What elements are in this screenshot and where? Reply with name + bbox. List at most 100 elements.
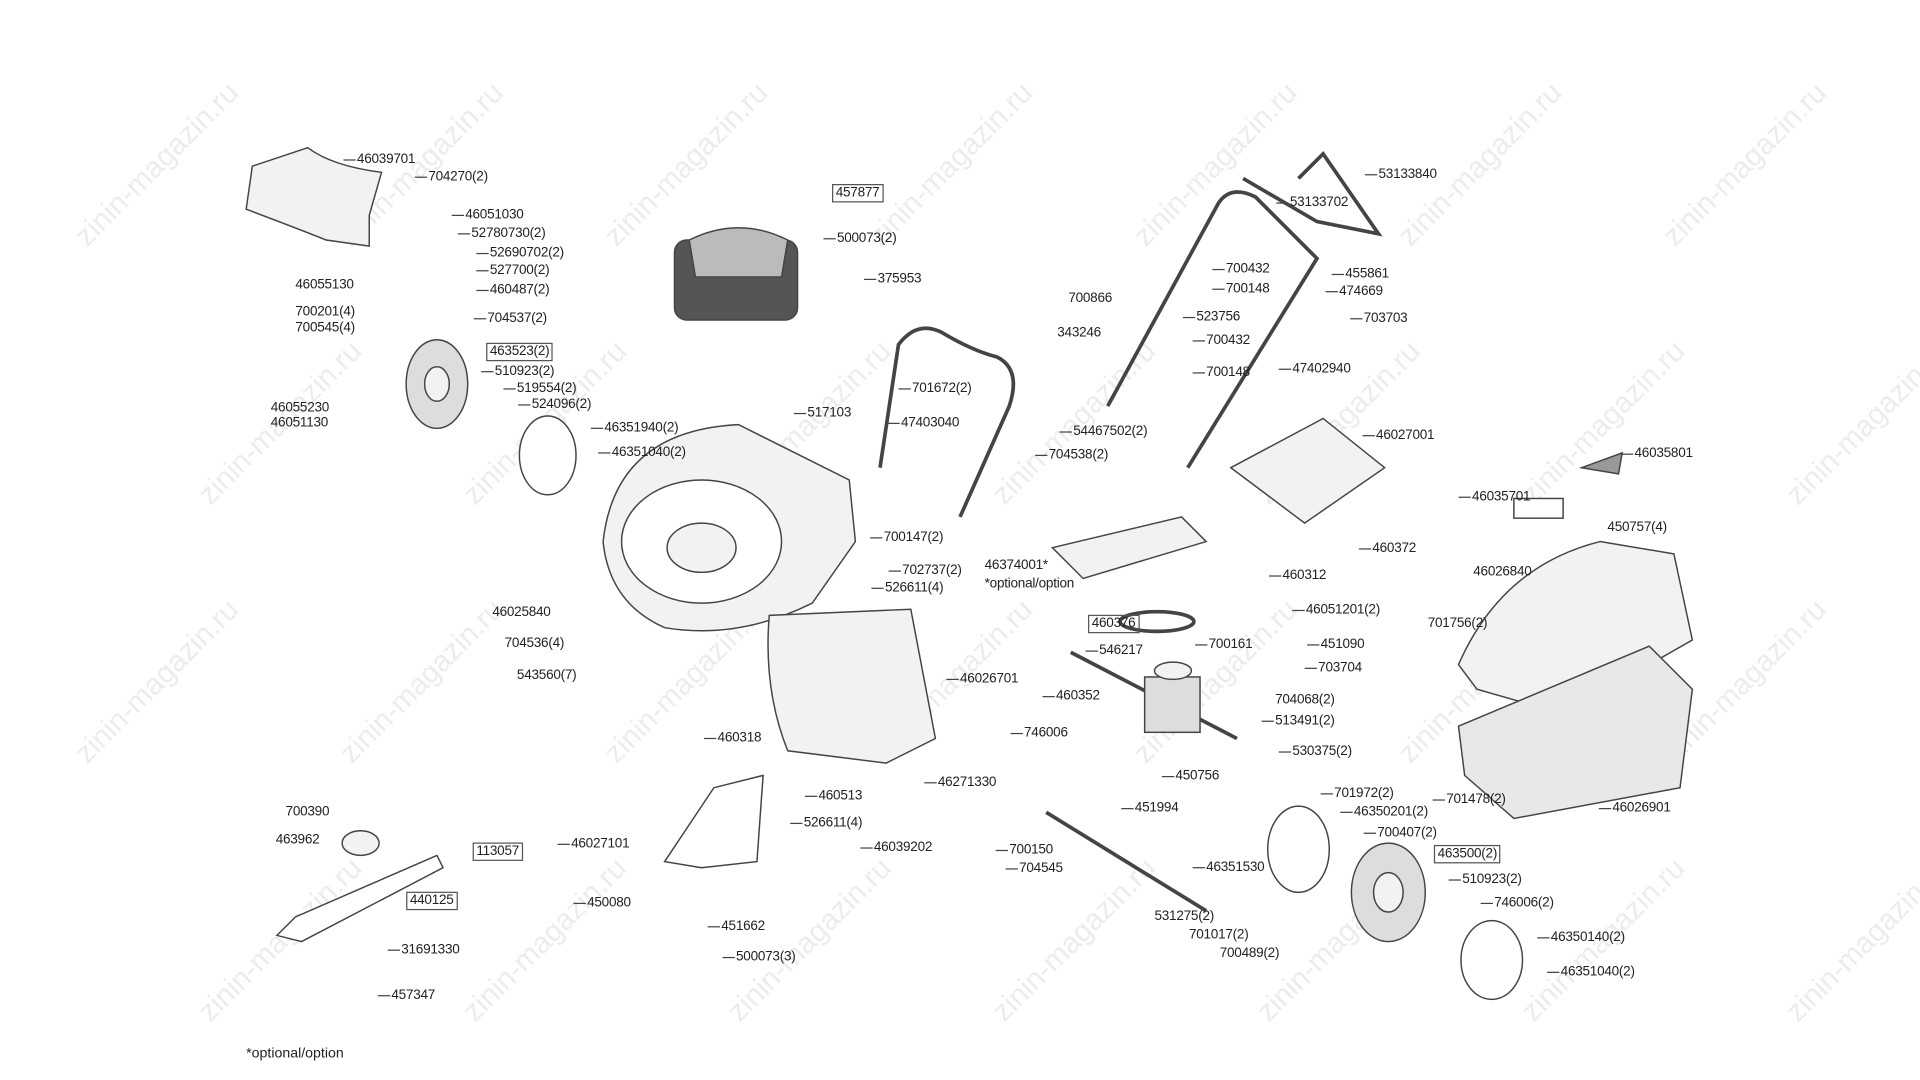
- mower-deck: [602, 423, 857, 632]
- part-number-label: 457877: [832, 184, 884, 203]
- mulch-insert: [1050, 516, 1208, 580]
- part-number-label: 46350201(2): [1340, 804, 1428, 820]
- hubcap-right: [1460, 919, 1524, 1001]
- part-number-label: 700489(2): [1219, 945, 1280, 961]
- part-number-label: 451994: [1121, 800, 1179, 816]
- part-number-label: 700545(4): [295, 320, 355, 336]
- catcher-indicator: [1513, 451, 1624, 519]
- part-number-label: 46051130: [270, 415, 329, 431]
- upper-handle: [1106, 150, 1383, 469]
- part-number-label: 704270(2): [414, 169, 488, 185]
- part-number-label: 500073(2): [823, 230, 897, 246]
- part-number-label: 47403040: [887, 415, 960, 431]
- part-number-label: 702737(2): [888, 563, 962, 578]
- part-number-label: 701017(2): [1188, 927, 1249, 943]
- blade: [275, 830, 445, 943]
- rear-flap-cover: [245, 146, 383, 248]
- part-number-label: 513491(2): [1261, 713, 1335, 729]
- part-number-label: 460487(2): [476, 282, 550, 298]
- part-number-label: 704068(2): [1275, 692, 1335, 708]
- part-number-label: 474669: [1325, 283, 1383, 299]
- part-number-label: 703703: [1350, 310, 1408, 326]
- engine: [673, 227, 799, 321]
- rear-shield: [767, 608, 937, 764]
- part-number-label: 47402940: [1278, 361, 1351, 377]
- part-number-label: 460318: [704, 730, 762, 746]
- lower-handle: [878, 326, 1016, 518]
- part-number-label: 546217: [1085, 643, 1143, 658]
- part-number-label: 46026901: [1598, 800, 1671, 816]
- rear-axle: [1045, 810, 1208, 913]
- grass-bag-lid: [1229, 417, 1386, 525]
- part-number-label: 700147(2): [870, 529, 944, 545]
- part-number-label: 46351040(2): [1547, 964, 1635, 980]
- part-number-label: 510923(2): [1448, 872, 1522, 887]
- part-number-label: 46035801: [1620, 446, 1693, 461]
- part-number-label: 460312: [1269, 568, 1327, 583]
- part-number-label: 463523(2): [486, 342, 554, 362]
- part-number-label: 450756: [1162, 768, 1220, 784]
- part-number-label: 46039701: [343, 152, 416, 167]
- part-number-label: 46055130: [295, 277, 354, 293]
- part-number-label: 46051201(2): [1292, 602, 1380, 618]
- part-number-label: 460372: [1358, 540, 1417, 556]
- part-number-label: 54467502(2): [1059, 424, 1148, 439]
- part-number-label: 46271330: [924, 774, 997, 790]
- part-number-label: 450080: [573, 895, 631, 911]
- part-number-label: 704537(2): [473, 310, 547, 326]
- part-number-label: 460513: [805, 788, 863, 804]
- part-number-label: 460352: [1042, 688, 1100, 704]
- part-number-label: 460376: [1088, 614, 1140, 634]
- part-number-label: 463500(2): [1433, 844, 1501, 864]
- part-number-label: 704536(4): [504, 635, 565, 651]
- part-number-label: 700432: [1192, 332, 1250, 348]
- part-number-label: 46350140(2): [1537, 929, 1625, 945]
- part-number-label: 46051030: [451, 207, 524, 223]
- part-number-label: 343246: [1057, 325, 1101, 341]
- part-number-label: 701972(2): [1320, 785, 1394, 801]
- part-number-label: 53133840: [1364, 166, 1437, 182]
- part-number-label: 46351530: [1192, 859, 1265, 875]
- part-number-label: 46374001*: [984, 558, 1049, 573]
- part-number-label: 52780730(2): [457, 225, 546, 241]
- part-number-label: 440125: [406, 891, 458, 911]
- part-number-label: 451090: [1307, 636, 1365, 652]
- part-number-label: 700148: [1192, 364, 1250, 380]
- part-number-label: 500073(3): [722, 949, 796, 965]
- part-number-label: 455861: [1331, 266, 1389, 282]
- part-number-label: 524096(2): [518, 396, 592, 412]
- part-number-label: 527700(2): [476, 262, 550, 278]
- part-number-label: 700866: [1068, 291, 1113, 306]
- part-number-label: 519554(2): [503, 380, 577, 396]
- part-number-label: 704538(2): [1035, 447, 1109, 463]
- rear-wheel: [1350, 842, 1427, 943]
- part-number-label: 700432: [1212, 261, 1270, 277]
- part-number-label: 46025840: [492, 604, 551, 620]
- part-number-label: 526611(4): [790, 815, 863, 831]
- part-number-label: 700161: [1195, 636, 1253, 652]
- part-number-label: 523756: [1182, 309, 1241, 325]
- part-number-label: 526611(4): [871, 580, 944, 596]
- part-number-label: 113057: [472, 842, 523, 861]
- part-number-label: 510923(2): [481, 363, 555, 379]
- part-number-label: 375953: [864, 271, 922, 287]
- part-number-label: 746006(2): [1480, 895, 1554, 911]
- part-number-label: 517103: [794, 405, 852, 421]
- part-number-label: 457347: [378, 987, 436, 1003]
- part-number-label: 700148: [1212, 281, 1270, 297]
- part-number-label: 46027001: [1362, 427, 1435, 443]
- mulch-plug: [663, 774, 764, 869]
- part-number-label: *optional/option: [984, 576, 1075, 592]
- part-number-label: 700407(2): [1363, 825, 1437, 841]
- part-number-label: 700390: [285, 804, 330, 820]
- front-wheel-left: [405, 338, 469, 430]
- part-number-label: 46027101: [557, 836, 630, 852]
- part-number-label: 46351040(2): [598, 444, 686, 460]
- part-number-label: 746006: [1010, 725, 1068, 741]
- part-number-label: 52690702(2): [476, 245, 564, 261]
- part-number-label: 450757(4): [1607, 520, 1667, 535]
- footer-note: *optional/option: [246, 1046, 344, 1061]
- part-number-label: 531275(2): [1154, 908, 1215, 924]
